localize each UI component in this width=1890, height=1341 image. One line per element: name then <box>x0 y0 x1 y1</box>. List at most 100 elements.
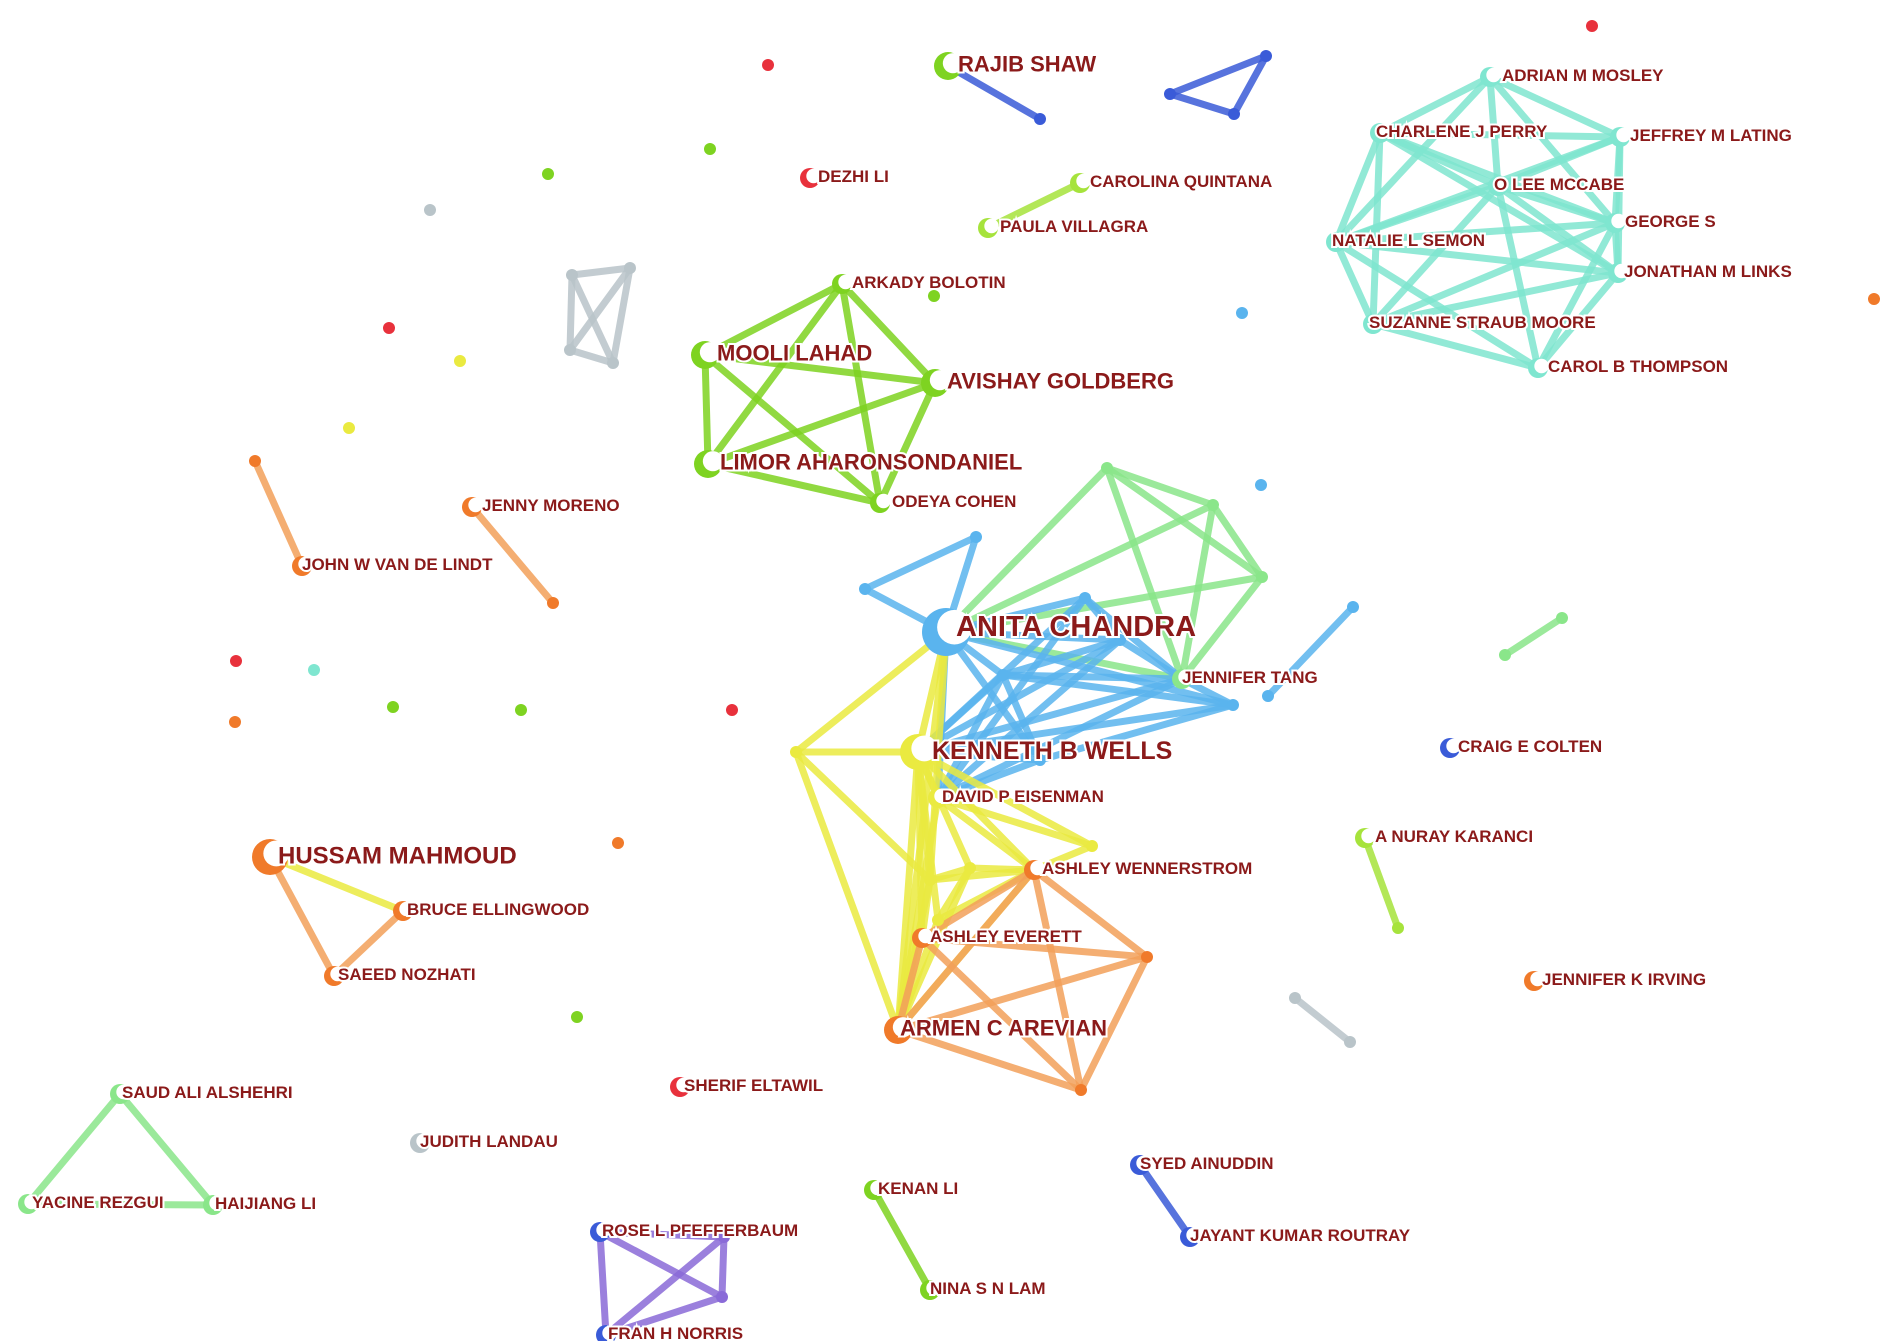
node-natalie[interactable] <box>1326 232 1347 252</box>
node-iso6[interactable] <box>704 143 716 155</box>
node-jennifer_k[interactable] <box>1524 971 1545 991</box>
node-yacine[interactable] <box>18 1194 39 1214</box>
node-olee[interactable] <box>1488 176 1509 196</box>
node-johnw_b[interactable] <box>249 455 261 467</box>
node-iso11[interactable] <box>571 1011 583 1023</box>
node-iso7[interactable] <box>542 168 554 180</box>
node-armen[interactable] <box>884 1016 913 1044</box>
node-judith[interactable] <box>410 1133 431 1153</box>
node-lg_b[interactable] <box>1556 612 1568 624</box>
node-gc3[interactable] <box>1256 571 1268 583</box>
node-g2[interactable] <box>624 262 636 274</box>
node-iso2[interactable] <box>1586 20 1598 32</box>
node-bc1[interactable] <box>970 531 982 543</box>
node-hussam[interactable] <box>252 839 290 875</box>
node-ashley_w[interactable] <box>1024 860 1045 880</box>
node-rajib_b[interactable] <box>1034 113 1046 125</box>
node-yc3[interactable] <box>964 862 976 874</box>
node-mooli[interactable] <box>691 341 720 369</box>
node-bc5[interactable] <box>1227 699 1239 711</box>
node-johnw[interactable] <box>292 556 313 576</box>
node-iso9[interactable] <box>387 701 399 713</box>
node-g1[interactable] <box>566 269 578 281</box>
node-nina[interactable] <box>920 1280 941 1300</box>
node-anita[interactable] <box>922 608 972 656</box>
node-tri_c[interactable] <box>1228 108 1240 120</box>
node-jeffrey[interactable] <box>1610 127 1631 147</box>
node-jonathan[interactable] <box>1608 263 1629 283</box>
node-iso20[interactable] <box>1255 479 1267 491</box>
node-george[interactable] <box>1605 213 1626 233</box>
node-jenny_b[interactable] <box>547 597 559 609</box>
node-kenneth[interactable] <box>900 734 938 770</box>
node-craig[interactable] <box>1440 738 1461 758</box>
node-iso19[interactable] <box>1236 307 1248 319</box>
node-haijiang[interactable] <box>203 1195 224 1215</box>
node-kenan[interactable] <box>864 1180 885 1200</box>
node-bc7[interactable] <box>1034 754 1046 766</box>
node-charlene[interactable] <box>1370 123 1391 143</box>
node-rose_d[interactable] <box>716 1291 728 1303</box>
node-bc8[interactable] <box>1347 601 1359 613</box>
node-gc2[interactable] <box>1207 499 1219 511</box>
node-david[interactable] <box>928 788 949 808</box>
node-rose[interactable] <box>590 1222 611 1242</box>
node-adrian[interactable] <box>1480 67 1501 87</box>
node-jennifer_t[interactable] <box>1172 669 1193 689</box>
node-g3[interactable] <box>564 344 576 356</box>
node-nuray_b[interactable] <box>1392 922 1404 934</box>
node-bc2[interactable] <box>859 583 871 595</box>
node-jenny[interactable] <box>462 497 483 517</box>
node-iso17[interactable] <box>612 837 624 849</box>
node-iso3[interactable] <box>383 322 395 334</box>
node-iso12[interactable] <box>424 204 436 216</box>
node-oc1[interactable] <box>1141 951 1153 963</box>
node-ashley_e[interactable] <box>912 928 933 948</box>
node-gr_b[interactable] <box>1344 1036 1356 1048</box>
node-bc4[interactable] <box>1079 592 1091 604</box>
node-lg_a[interactable] <box>1499 649 1511 661</box>
node-saeed[interactable] <box>324 966 345 986</box>
node-sherif[interactable] <box>670 1077 691 1097</box>
node-iso14[interactable] <box>343 422 355 434</box>
node-arkady[interactable] <box>832 274 853 294</box>
node-bruce[interactable] <box>393 901 414 921</box>
node-nuray[interactable] <box>1355 828 1376 848</box>
node-odeya[interactable] <box>870 493 891 513</box>
node-iso18[interactable] <box>1868 293 1880 305</box>
node-iso15[interactable] <box>308 664 320 676</box>
node-yc5[interactable] <box>1086 840 1098 852</box>
node-bc3[interactable] <box>997 669 1009 681</box>
node-suzanne[interactable] <box>1363 314 1384 334</box>
node-iso4[interactable] <box>230 655 242 667</box>
node-iso1[interactable] <box>762 59 774 71</box>
node-dezhi[interactable] <box>800 168 821 188</box>
node-carolina[interactable] <box>1070 173 1091 193</box>
node-rajib[interactable] <box>934 52 963 80</box>
node-bc9[interactable] <box>1262 690 1274 702</box>
node-fran[interactable] <box>596 1325 617 1341</box>
node-tri_b[interactable] <box>1260 50 1272 62</box>
node-syed[interactable] <box>1130 1155 1151 1175</box>
node-tri_a[interactable] <box>1164 88 1176 100</box>
node-carol[interactable] <box>1528 358 1549 378</box>
node-avishay[interactable] <box>921 369 950 397</box>
node-limor[interactable] <box>694 450 723 478</box>
node-gc1[interactable] <box>1101 462 1113 474</box>
node-iso16[interactable] <box>229 716 241 728</box>
node-iso13[interactable] <box>454 355 466 367</box>
node-rose_c[interactable] <box>718 1231 730 1243</box>
node-paula[interactable] <box>978 218 999 238</box>
node-yc1[interactable] <box>790 746 802 758</box>
node-bc6[interactable] <box>1114 634 1126 646</box>
node-g4[interactable] <box>607 357 619 369</box>
node-jayant[interactable] <box>1180 1227 1201 1247</box>
node-iso5[interactable] <box>726 704 738 716</box>
node-iso8[interactable] <box>928 290 940 302</box>
node-iso10[interactable] <box>515 704 527 716</box>
node-saud[interactable] <box>110 1084 131 1104</box>
node-yc4[interactable] <box>932 914 944 926</box>
node-gr_a[interactable] <box>1289 992 1301 1004</box>
node-yc2[interactable] <box>924 874 936 886</box>
node-oc2[interactable] <box>1075 1084 1087 1096</box>
